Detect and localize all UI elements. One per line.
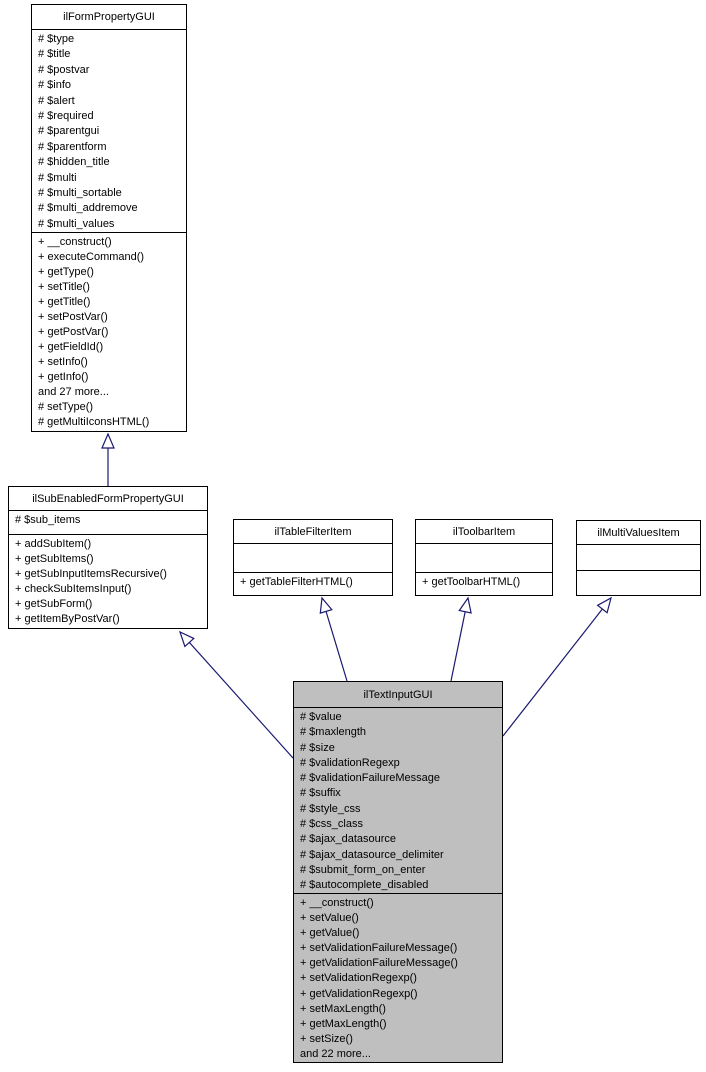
member-line: # $size [300, 741, 335, 754]
member-line: + getSubItems() [15, 553, 94, 565]
member-line: + checkSubItemsInput() [15, 583, 132, 595]
class-title[interactable]: ilFormPropertyGUI [32, 5, 186, 30]
member-line: + getPostVar() [38, 326, 109, 338]
inheritance-arrow-textinput-to-sub [178, 630, 294, 759]
member-line: # $sub_items [15, 514, 81, 526]
member-line: + getType() [38, 266, 94, 278]
methods-section: + getTableFilterHTML() [234, 573, 392, 595]
methods-section: + addSubItem() + getSubItems() + getSubInp… [9, 535, 207, 628]
attributes-section: # $sub_items [9, 511, 207, 535]
member-line: # $multi [38, 171, 77, 184]
member-line: # $submit_form_on_enter [300, 863, 426, 876]
member-line: + setValidationFailureMessage() [300, 942, 458, 955]
class-title[interactable]: ilTableFilterItem [234, 520, 392, 544]
member-line: + setTitle() [38, 281, 90, 293]
inheritance-arrow-textinput-to-multivalues [502, 596, 612, 737]
member-line: + setSize() [300, 1032, 353, 1045]
member-line: # setType() [38, 401, 94, 413]
member-line: # getMultiIconsHTML() [38, 416, 150, 428]
class-box-ilmultivaluesitem[interactable]: ilMultiValuesItem [576, 520, 701, 596]
class-box-iltoolbaritem[interactable]: ilToolbarItem + getToolbarHTML() [415, 519, 553, 596]
member-line: # $multi_sortable [38, 187, 122, 200]
member-line: # $alert [38, 94, 75, 107]
methods-section [577, 571, 700, 595]
member-line: + getInfo() [38, 371, 89, 383]
member-line: + getValidationRegexp() [300, 987, 418, 1000]
member-line: + getToolbarHTML() [422, 576, 521, 588]
member-line: + __construct() [38, 236, 112, 248]
member-line: + getItemByPostVar() [15, 613, 120, 625]
class-title[interactable]: ilToolbarItem [416, 520, 552, 544]
attributes-section: # $type # $title # $postvar # $info # $alert… [32, 30, 186, 233]
member-line: + getValidationFailureMessage() [300, 957, 458, 970]
attributes-section [416, 544, 552, 573]
attributes-section [234, 544, 392, 573]
member-line: + getFieldId() [38, 341, 104, 353]
member-line: # $required [38, 110, 94, 123]
member-line: # $parentgui [38, 125, 100, 138]
member-line: # $postvar [38, 63, 90, 76]
member-line: + getSubForm() [15, 598, 93, 610]
member-line: # $type [38, 33, 75, 45]
member-line: + setPostVar() [38, 311, 108, 323]
member-line: + setValidationRegexp() [300, 972, 417, 985]
member-line: + setInfo() [38, 356, 88, 368]
member-line: # $maxlength [300, 726, 367, 739]
member-line: + setMaxLength() [300, 1002, 386, 1015]
class-box-ilformpropertygui[interactable]: ilFormPropertyGUI # $type # $title # $post… [31, 4, 187, 432]
member-line: # $hidden_title [38, 156, 110, 169]
class-title[interactable]: ilMultiValuesItem [577, 521, 700, 545]
member-line: + getMaxLength() [300, 1017, 387, 1030]
inheritance-arrow-textinput-to-tablefilter [319, 596, 348, 682]
member-line: # $style_css [300, 802, 361, 815]
member-line: + executeCommand() [38, 251, 145, 263]
member-line: # $value [300, 711, 342, 723]
member-line: # $ajax_datasource [300, 833, 397, 846]
member-line: # $validationRegexp [300, 756, 400, 769]
member-line: + setValue() [300, 912, 359, 925]
member-line: # $validationFailureMessage [300, 772, 441, 785]
methods-section: + __construct() + executeCommand() + getTy… [32, 233, 186, 431]
inheritance-arrow-textinput-to-toolbar [450, 596, 472, 682]
attributes-section [577, 545, 700, 571]
class-title[interactable]: ilTextInputGUI [294, 682, 502, 708]
member-line: # $suffix [300, 787, 341, 800]
member-line: + __construct() [300, 897, 374, 909]
methods-section: + __construct() + setValue() + getValue() +… [294, 894, 502, 1062]
class-box-iltextinputgui[interactable]: ilTextInputGUI # $value # $maxlength # $si… [293, 681, 503, 1063]
member-line: # $multi_values [38, 217, 115, 230]
member-line: # $ajax_datasource_delimiter [300, 848, 444, 861]
member-line: and 22 more... [300, 1047, 371, 1060]
member-line: and 27 more... [38, 386, 109, 398]
member-line: + getValue() [300, 927, 360, 940]
member-line: + getTitle() [38, 296, 91, 308]
class-box-iltablefilteritem[interactable]: ilTableFilterItem + getTableFilterHTML() [233, 519, 393, 596]
member-line: # $css_class [300, 818, 363, 831]
class-box-ilsubenabledformpropertygui[interactable]: ilSubEnabledFormPropertyGUI # $sub_items… [8, 486, 208, 629]
member-line: + addSubItem() [15, 538, 92, 550]
member-line: # $autocomplete_disabled [300, 879, 429, 892]
member-line: # $title [38, 48, 71, 61]
member-line: # $info [38, 79, 72, 92]
attributes-section: # $value # $maxlength # $size # $validation… [294, 708, 502, 894]
member-line: # $parentform [38, 140, 107, 153]
member-line: # $multi_addremove [38, 202, 138, 215]
member-line: + getSubInputItemsRecursive() [15, 568, 167, 580]
methods-section: + getToolbarHTML() [416, 573, 552, 595]
class-title[interactable]: ilSubEnabledFormPropertyGUI [9, 487, 207, 511]
member-line: + getTableFilterHTML() [240, 576, 353, 588]
